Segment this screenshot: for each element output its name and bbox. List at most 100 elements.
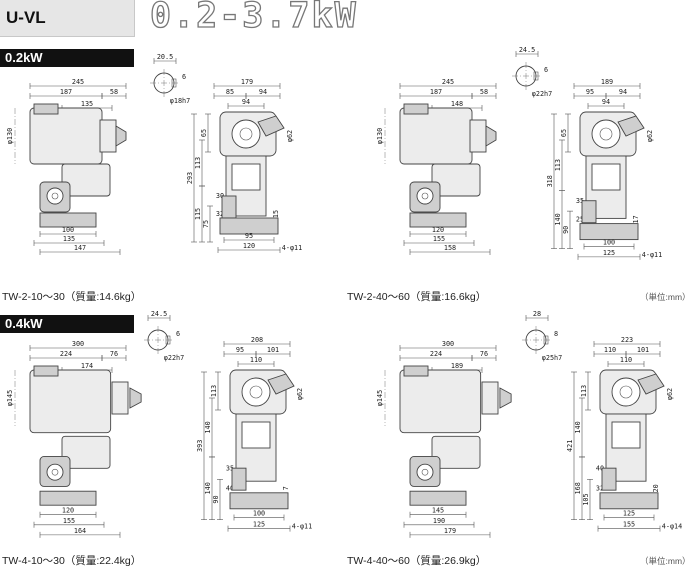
dimension-label: 179 bbox=[241, 78, 253, 86]
dimension-label: φ22h7 bbox=[164, 354, 184, 362]
dimension-label: 105 bbox=[582, 493, 590, 505]
motor-fan-cover bbox=[99, 119, 117, 153]
dimension-label: 95 bbox=[245, 232, 253, 240]
terminal-box bbox=[267, 373, 295, 395]
dimension-label: 245 bbox=[72, 78, 84, 86]
motor-body bbox=[399, 107, 473, 165]
dimension-label: 100 bbox=[253, 509, 265, 517]
mounting-base bbox=[39, 212, 97, 228]
side-flange bbox=[241, 377, 271, 407]
dimension-label: 120 bbox=[432, 226, 444, 234]
dimension-label: 65 bbox=[560, 129, 568, 137]
dimension-label: φ62 bbox=[666, 388, 674, 400]
unit-note: （単位:mm） bbox=[640, 556, 691, 566]
motor-end-cap bbox=[485, 125, 497, 147]
series-name: U-VL bbox=[6, 8, 46, 27]
dimension-label: 158 bbox=[444, 244, 456, 252]
dimension-label: 8 bbox=[554, 330, 558, 338]
dimension-label: 101 bbox=[267, 346, 279, 354]
motor-fan-cover bbox=[481, 381, 499, 415]
second-motor bbox=[431, 163, 481, 197]
dimension-label: 94 bbox=[242, 98, 250, 106]
side-base bbox=[599, 492, 659, 510]
motor-fan-cover bbox=[111, 381, 129, 415]
dimension-label: 4-φ11 bbox=[642, 251, 662, 259]
motor-end-cap bbox=[499, 387, 512, 409]
terminal-box bbox=[257, 115, 285, 137]
dimension-label: φ62 bbox=[646, 130, 654, 142]
dimension-label: φ62 bbox=[296, 388, 304, 400]
output-shaft bbox=[416, 463, 434, 481]
dimension-label: 125 bbox=[623, 509, 635, 517]
dimension-label: 110 bbox=[604, 346, 616, 354]
terminal-box bbox=[637, 373, 665, 395]
dimension-label: 24.5 bbox=[519, 46, 535, 54]
motor-body bbox=[29, 107, 103, 165]
dimension-label: 187 bbox=[60, 88, 72, 96]
dimension-label: 224 bbox=[60, 350, 72, 358]
dimension-label: 293 bbox=[186, 172, 194, 184]
dimension-label: 90 bbox=[562, 226, 570, 234]
side-flange bbox=[611, 377, 641, 407]
caption-tw4-10-30: TW-4-10～30（質量:22.4kg） bbox=[2, 555, 142, 567]
dimension-label: 35 bbox=[226, 464, 234, 472]
dimension-label: 135 bbox=[63, 235, 75, 243]
dimension-label: 58 bbox=[480, 88, 488, 96]
second-motor bbox=[61, 435, 111, 469]
dimension-label: 300 bbox=[72, 340, 84, 348]
output-shaft bbox=[46, 463, 64, 481]
output-shaft-bore bbox=[421, 192, 429, 200]
dimension-label: 35 bbox=[576, 197, 584, 205]
dimension-label: 94 bbox=[602, 98, 610, 106]
side-window bbox=[591, 163, 621, 191]
side-shaft bbox=[619, 385, 633, 399]
dimension-label: 110 bbox=[250, 356, 262, 364]
dimension-label: 155 bbox=[433, 235, 445, 243]
motor-fan-cover bbox=[469, 119, 487, 153]
dimension-label: 155 bbox=[623, 521, 635, 529]
dimension-label: 140 bbox=[204, 421, 212, 433]
mounting-base bbox=[409, 490, 467, 506]
section-label: 0.4kW bbox=[5, 316, 43, 331]
dimension-label: 30 bbox=[216, 192, 224, 200]
dimension-label: 189 bbox=[601, 78, 613, 86]
mounting-base bbox=[39, 490, 97, 506]
dimension-label: 113 bbox=[554, 159, 562, 171]
dimension-label: 110 bbox=[620, 356, 632, 364]
side-flange bbox=[231, 119, 261, 149]
dimension-label: 179 bbox=[444, 527, 456, 535]
dimension-label: 318 bbox=[546, 175, 554, 187]
series-tab: U-VL bbox=[0, 0, 135, 37]
dimension-label: 223 bbox=[621, 336, 633, 344]
dimension-label: 300 bbox=[442, 340, 454, 348]
dimension-label: 421 bbox=[566, 440, 574, 452]
dimension-label: 4-φ14 bbox=[662, 523, 682, 531]
dimension-label: 100 bbox=[62, 226, 74, 234]
dimension-label: 25 bbox=[576, 216, 584, 224]
dimension-label: 155 bbox=[63, 517, 75, 525]
dimension-label: 94 bbox=[259, 88, 267, 96]
dimension-label: φ25h7 bbox=[542, 354, 562, 362]
power-range-title: 0.2-3.7kW bbox=[149, 0, 358, 37]
dimension-label: 145 bbox=[432, 507, 444, 515]
dimension-label: 393 bbox=[196, 440, 204, 452]
output-shaft-bore bbox=[51, 192, 59, 200]
dimension-label: 24.5 bbox=[151, 310, 167, 318]
terminal-box bbox=[617, 115, 645, 137]
dimension-label: 85 bbox=[226, 88, 234, 96]
dimension-label: 113 bbox=[194, 157, 202, 169]
dimension-label: 208 bbox=[251, 336, 263, 344]
side-base bbox=[229, 492, 289, 510]
caption-tw2-10-30: TW-2-10～30（質量:14.6kg） bbox=[2, 291, 142, 303]
unit-note: （単位:mm） bbox=[640, 292, 691, 302]
dimension-label: 135 bbox=[81, 100, 93, 108]
output-shaft-bore bbox=[51, 468, 59, 476]
dimension-label: φ145 bbox=[376, 390, 384, 406]
terminal-box bbox=[403, 103, 429, 115]
